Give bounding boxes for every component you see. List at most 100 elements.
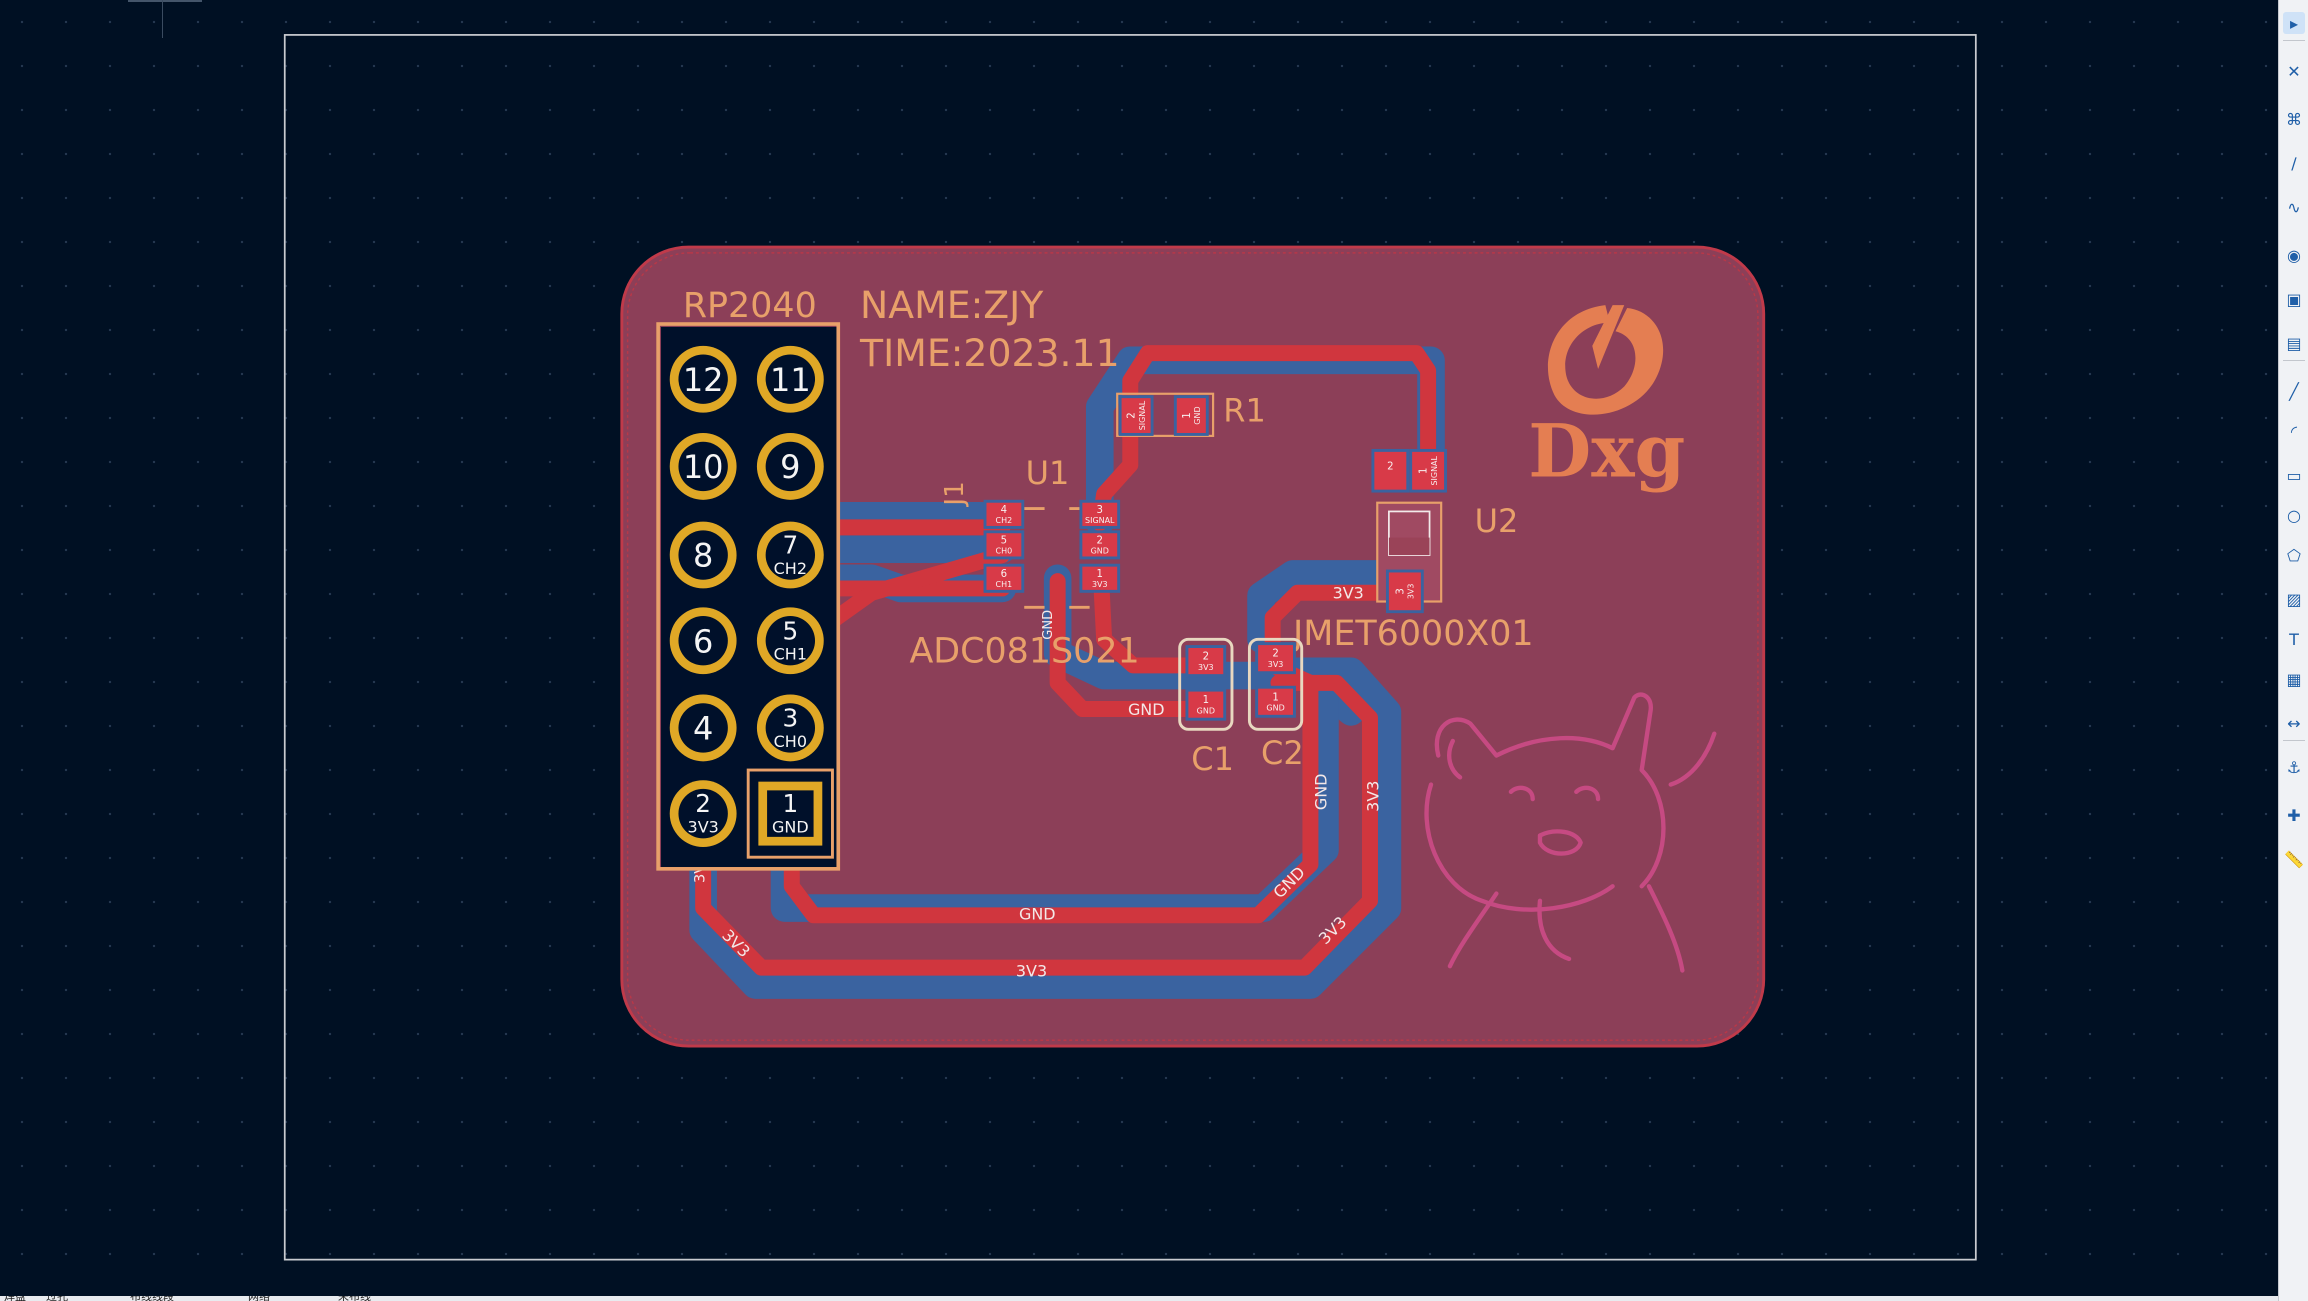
track-label-3v3: 3V3: [1333, 584, 1364, 603]
pad-drill: [678, 703, 728, 753]
pin-number: 5: [782, 616, 798, 645]
pad-copper: [1412, 451, 1445, 490]
header-pin-12[interactable]: 12: [669, 345, 737, 413]
pad-copper: [1188, 691, 1224, 718]
pin-number: 11: [770, 361, 811, 399]
text-icon[interactable]: T: [2289, 629, 2299, 649]
silk-jmet: JMET6000X01: [1291, 614, 1534, 654]
tune-length-icon[interactable]: ∿: [2287, 197, 2301, 217]
header-pin-11[interactable]: 11: [756, 345, 824, 413]
u2-body-fill: [1388, 537, 1430, 556]
silk-adc: ADC081S021: [909, 632, 1139, 672]
line-icon[interactable]: ╱: [2289, 381, 2299, 401]
status-bar: 焊盘过孔布线线段网络未布线: [0, 1296, 2278, 1301]
header-pin-4[interactable]: 4: [669, 694, 737, 762]
pin-number: 12: [683, 361, 724, 399]
pad-number: 2: [1387, 461, 1393, 472]
pad-drill: [678, 441, 728, 492]
pad-copper: [1176, 398, 1206, 433]
pin-number: 2: [695, 789, 711, 818]
image-icon[interactable]: ▨: [2286, 589, 2302, 609]
silk-c1: C1: [1191, 740, 1234, 778]
status-item: 未布线: [338, 1296, 371, 1301]
pad-drill: [678, 616, 728, 666]
dimension-icon[interactable]: ↔: [2287, 713, 2301, 733]
pad-copper: [1258, 645, 1293, 672]
toolbar-separator: [2283, 360, 2305, 361]
polygon-icon[interactable]: ⬠: [2287, 545, 2301, 565]
pad-drill: [765, 354, 816, 404]
header-pin-6[interactable]: 6: [669, 607, 737, 675]
pad-net: 3V3: [1407, 584, 1416, 600]
track-label-gnd: GND: [1041, 610, 1056, 640]
table-icon[interactable]: ▦: [2286, 669, 2302, 689]
anchor-icon[interactable]: ⚓: [2286, 757, 2302, 777]
pad-drill: [765, 441, 816, 492]
pad-number: 2: [1097, 535, 1103, 546]
pad-net: GND: [1266, 703, 1284, 712]
zone-icon[interactable]: ▤: [2286, 333, 2302, 353]
pad-copper: [1082, 566, 1118, 590]
track-label-gnd: GND: [1311, 774, 1330, 811]
status-item: 布线线段: [130, 1296, 174, 1301]
header-pin-9[interactable]: 9: [756, 432, 824, 500]
silk-rp2040: RP2040: [683, 286, 817, 326]
pad-net: 3V3: [1268, 660, 1284, 669]
c1-courtyard: [1178, 637, 1234, 731]
route-track-icon[interactable]: ∕: [2291, 153, 2297, 173]
circle-icon[interactable]: ○: [2287, 505, 2301, 525]
pad-copper: [986, 566, 1022, 590]
pad-copper: [1188, 648, 1224, 675]
header-pin-8[interactable]: 8: [669, 521, 737, 589]
net-highlight-icon[interactable]: ⌘: [2286, 109, 2302, 129]
pad-number: 1: [1182, 412, 1193, 418]
pad-number: 1: [1272, 692, 1278, 703]
front-track-u1-3v3: [1093, 573, 1197, 674]
pad-net: GND: [1197, 706, 1215, 715]
page-frame: [283, 34, 1977, 1261]
canvas-corner-line: [162, 0, 163, 38]
header-pin-10[interactable]: 10: [669, 432, 737, 500]
doge-icon: [1424, 692, 1717, 973]
rectangle-icon[interactable]: ▭: [2286, 465, 2302, 485]
footprint-icon[interactable]: ▣: [2286, 289, 2302, 309]
u2-pad-2[interactable]: 2: [1371, 448, 1410, 493]
pad-drill: [678, 530, 728, 580]
back-track-3v3: [689, 657, 1402, 999]
toolbar-separator: [2283, 40, 2305, 41]
pad-number: 2: [1272, 649, 1278, 660]
grid-origin-icon[interactable]: ✚: [2287, 805, 2301, 825]
track-label-gnd: GND: [1128, 700, 1165, 719]
select-icon[interactable]: ▸: [2283, 12, 2305, 34]
logo-stroke-icon: [1592, 305, 1625, 370]
close-icon[interactable]: ✕: [2287, 61, 2301, 81]
pin-net-label: CH2: [774, 559, 807, 578]
measure-icon[interactable]: 📏: [2284, 849, 2304, 869]
via-icon[interactable]: ◉: [2287, 245, 2301, 265]
arc-icon[interactable]: ◜: [2290, 421, 2298, 441]
pad-number: 1: [1419, 468, 1430, 474]
